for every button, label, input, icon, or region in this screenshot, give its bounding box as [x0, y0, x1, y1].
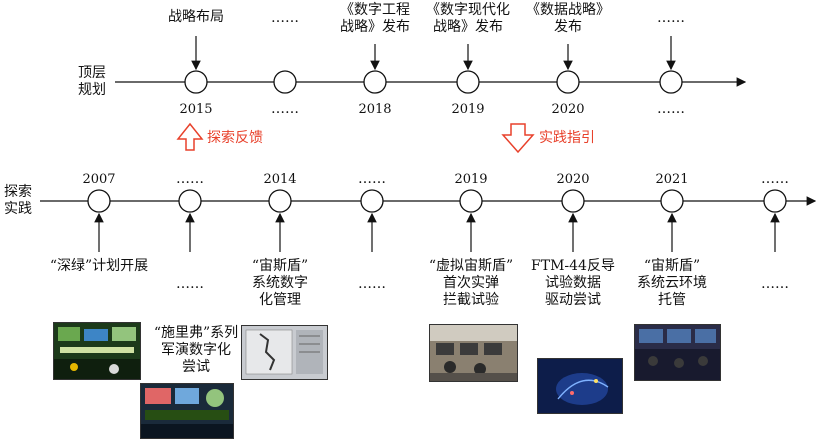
photo-aegis-cloud — [634, 324, 721, 381]
bottom-event-deep-green: “深绿”计划开展 — [49, 258, 149, 274]
bottom-ellipsis-upper-2: …… — [358, 171, 386, 187]
top-ellipsis-upper-2: …… — [657, 10, 685, 26]
photo-schriever-wargame-1 — [53, 322, 141, 380]
bottom-row-side-label: 探索 实践 — [4, 184, 32, 217]
node-top-ellipsis-1 — [273, 70, 297, 94]
photo-schriever-wargame-2 — [140, 383, 234, 439]
node-bottom-2014 — [268, 189, 292, 213]
top-ellipsis-upper-1: …… — [271, 10, 299, 26]
bottom-event-arrows — [94, 212, 780, 252]
top-row-side-label: 顶层 规划 — [78, 65, 106, 98]
photo-ftm44-radar — [537, 358, 623, 414]
node-top-ellipsis-2 — [659, 70, 683, 94]
node-top-2015 — [184, 70, 208, 94]
node-bottom-ellipsis-2 — [360, 189, 384, 213]
bottom-timeline-nodes — [87, 189, 787, 213]
node-bottom-2021 — [660, 189, 684, 213]
bottom-year-2021: 2021 — [655, 172, 689, 187]
top-event-digital-engineering: 《数字工程 战略》发布 — [340, 2, 410, 35]
bottom-event-aegis-cloud: “宙斯盾” 系统云环境 托管 — [637, 258, 707, 308]
top-event-digital-modernization: 《数字现代化 战略》发布 — [426, 2, 510, 35]
bottom-event-ftm44: FTM-44反导 试验数据 驱动尝试 — [531, 258, 615, 308]
top-year-2019: 2019 — [451, 102, 485, 117]
bottom-year-2007: 2007 — [82, 172, 116, 187]
top-year-2018: 2018 — [358, 102, 392, 117]
bottom-year-2014: 2014 — [263, 172, 297, 187]
feedback-up-arrow — [176, 122, 204, 151]
bottom-ellipsis-upper-3: …… — [761, 171, 789, 187]
bottom-year-2019: 2019 — [454, 172, 488, 187]
top-timeline-nodes — [184, 70, 683, 94]
top-year-2015: 2015 — [179, 102, 213, 117]
feedback-label: 探索反馈 — [207, 130, 263, 146]
photo-aegis-console — [241, 325, 328, 380]
top-year-2020: 2020 — [551, 102, 585, 117]
bottom-year-2020: 2020 — [556, 172, 590, 187]
node-top-2019 — [456, 70, 480, 94]
bottom-event-virtual-aegis: “虚拟宙斯盾” 首次实弹 拦截试验 — [428, 258, 514, 308]
guidance-label: 实践指引 — [539, 130, 595, 146]
top-ellipsis-lower-1: …… — [271, 101, 299, 117]
top-event-strategy-layout: 战略布局 — [168, 9, 224, 25]
top-event-data-strategy: 《数据战略》 发布 — [526, 2, 610, 35]
node-bottom-2007 — [87, 189, 111, 213]
top-event-arrows — [191, 36, 676, 71]
bottom-ellipsis-lower-2: …… — [358, 276, 386, 292]
bottom-event-schriever: “施里弗”系列 军演数字化 尝试 — [153, 325, 239, 375]
guidance-down-arrow — [501, 123, 535, 154]
node-bottom-ellipsis-1 — [178, 189, 202, 213]
bottom-ellipsis-lower-1: …… — [176, 276, 204, 292]
node-top-2018 — [363, 70, 387, 94]
top-ellipsis-lower-2: …… — [657, 101, 685, 117]
bottom-ellipsis-upper-1: …… — [176, 171, 204, 187]
bottom-ellipsis-lower-3: …… — [761, 276, 789, 292]
photo-virtual-aegis-room — [429, 324, 518, 382]
node-bottom-2020 — [561, 189, 585, 213]
node-bottom-ellipsis-3 — [763, 189, 787, 213]
node-bottom-2019 — [459, 189, 483, 213]
node-top-2020 — [556, 70, 580, 94]
bottom-event-aegis-digital: “宙斯盾” 系统数字 化管理 — [251, 258, 309, 308]
